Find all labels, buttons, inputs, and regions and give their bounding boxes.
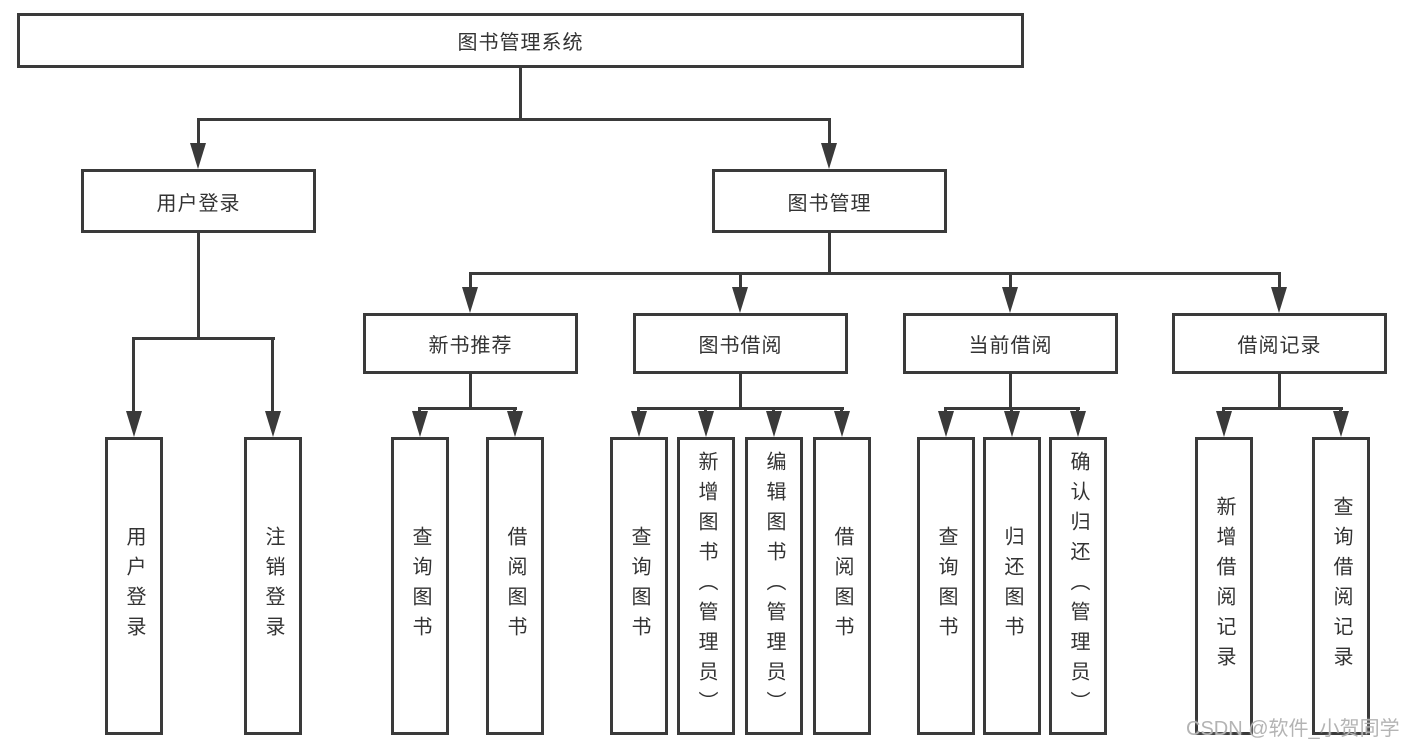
v-line <box>1010 407 1013 414</box>
node-book-management: 图书管理 <box>712 169 947 233</box>
leaf-br-add-record: 新增借阅记录 <box>1195 437 1253 735</box>
node-root: 图书管理系统 <box>17 13 1024 68</box>
arrowhead <box>938 411 954 437</box>
v-line <box>1009 272 1012 289</box>
v-line <box>739 372 742 409</box>
arrowhead <box>507 411 523 437</box>
leaf-bb-edit-books-admin: 编辑图书（管理员） <box>745 437 803 735</box>
arrowhead <box>190 143 206 169</box>
arrowhead <box>1002 287 1018 313</box>
leaf-user-login: 用户登录 <box>105 437 163 735</box>
node-book-borrow: 图书借阅 <box>633 313 848 374</box>
v-line <box>197 231 200 339</box>
leaf-cb-return-books: 归还图书 <box>983 437 1041 735</box>
v-line <box>469 372 472 409</box>
leaf-bb-query-books: 查询图书 <box>610 437 668 735</box>
node-borrow-records: 借阅记录 <box>1172 313 1387 374</box>
arrowhead <box>821 143 837 169</box>
v-line <box>469 272 472 289</box>
leaf-bb-borrow-books: 借阅图书 <box>813 437 871 735</box>
v-line <box>637 407 640 414</box>
arrowhead <box>265 411 281 437</box>
arrowhead <box>1070 411 1086 437</box>
arrowhead <box>1004 411 1020 437</box>
leaf-cb-query-books: 查询图书 <box>917 437 975 735</box>
node-new-book-recommend: 新书推荐 <box>363 313 578 374</box>
leaf-bb-add-books-admin: 新增图书（管理员） <box>677 437 735 735</box>
h-line <box>197 118 831 121</box>
watermark: CSDN @软件_小贺同学 <box>1186 718 1400 740</box>
arrowhead <box>1333 411 1349 437</box>
v-line <box>828 118 831 145</box>
arrowhead <box>698 411 714 437</box>
leaf-cb-confirm-return-admin: 确认归还（管理员） <box>1049 437 1107 735</box>
v-line <box>197 118 200 145</box>
node-user-login: 用户登录 <box>81 169 316 233</box>
arrowhead <box>126 411 142 437</box>
v-line <box>704 407 707 414</box>
v-line <box>944 407 947 414</box>
arrowhead <box>766 411 782 437</box>
v-line <box>1278 272 1281 289</box>
v-line <box>271 337 274 413</box>
h-line <box>418 407 517 410</box>
arrowhead <box>732 287 748 313</box>
v-line <box>418 407 421 414</box>
v-line <box>1278 372 1281 409</box>
v-line <box>772 407 775 414</box>
v-line <box>519 66 522 120</box>
h-line <box>469 272 1281 275</box>
v-line <box>1009 372 1012 409</box>
arrowhead <box>1216 411 1232 437</box>
leaf-nb-borrow-books: 借阅图书 <box>486 437 544 735</box>
arrowhead <box>631 411 647 437</box>
v-line <box>1222 407 1225 414</box>
leaf-logout: 注销登录 <box>244 437 302 735</box>
arrowhead <box>834 411 850 437</box>
h-line <box>1222 407 1343 410</box>
node-current-borrow: 当前借阅 <box>903 313 1118 374</box>
v-line <box>132 337 135 413</box>
h-line <box>132 337 275 340</box>
v-line <box>840 407 843 414</box>
arrowhead <box>412 411 428 437</box>
leaf-br-query-record: 查询借阅记录 <box>1312 437 1370 735</box>
arrowhead <box>1271 287 1287 313</box>
v-line <box>1339 407 1342 414</box>
v-line <box>513 407 516 414</box>
v-line <box>828 231 831 274</box>
arrowhead <box>462 287 478 313</box>
h-line <box>637 407 844 410</box>
v-line <box>739 272 742 289</box>
v-line <box>1076 407 1079 414</box>
leaf-nb-query-books: 查询图书 <box>391 437 449 735</box>
